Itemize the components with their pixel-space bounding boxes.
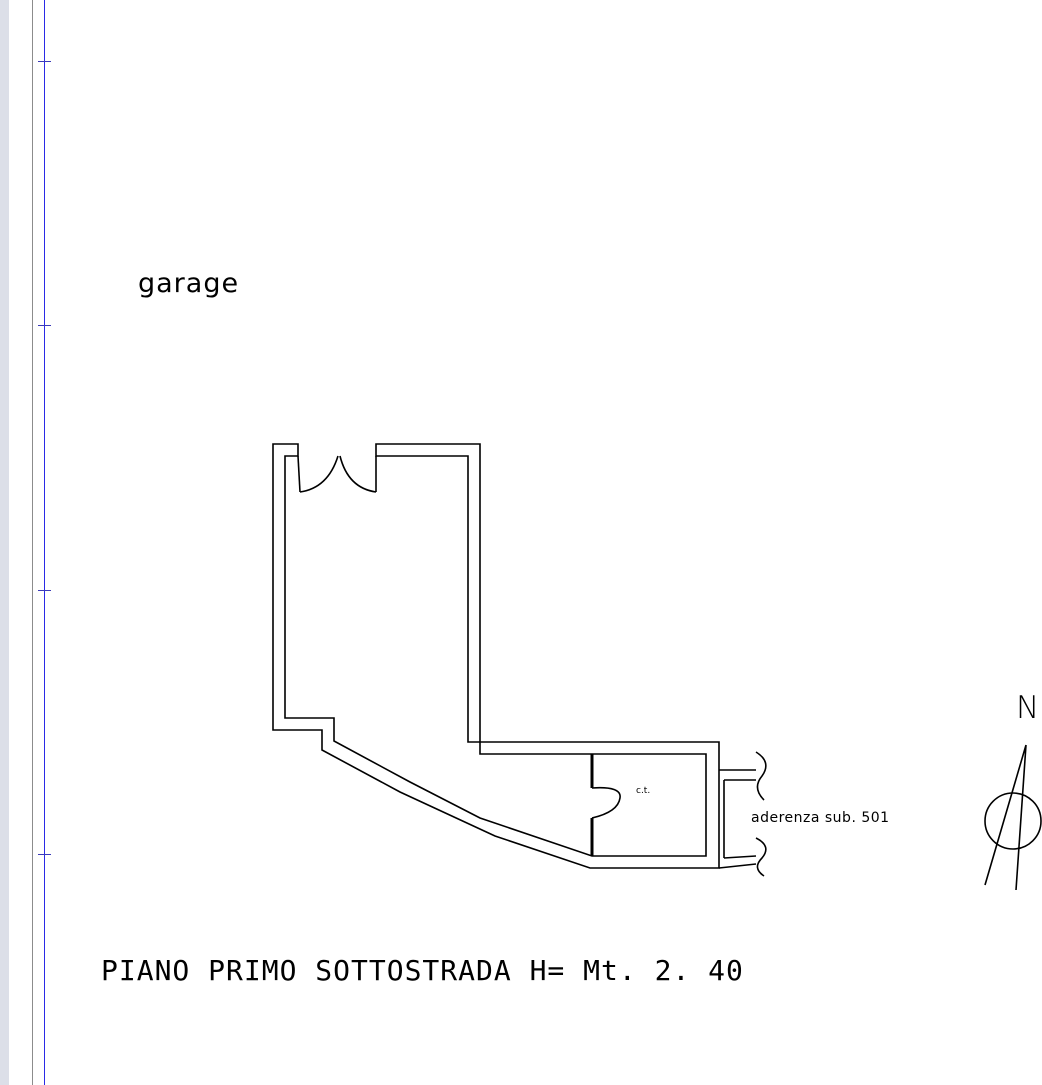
- adjacent-unit-outline: [718, 769, 757, 869]
- room-label-boiler: c.t.: [636, 786, 651, 796]
- room-label-garage: garage: [138, 268, 240, 299]
- margin-tick: [38, 590, 51, 591]
- north-label: N: [1016, 690, 1040, 726]
- break-line-bottom: [755, 837, 767, 877]
- adjacency-label: aderenza sub. 501: [751, 810, 890, 826]
- break-line-top: [755, 751, 767, 801]
- door-jamb-left: [297, 455, 301, 493]
- margin-tick: [38, 325, 51, 326]
- viewer-left-strip: [0, 0, 9, 1085]
- floor-title: PIANO PRIMO SOTTOSTRADA H= Mt. 2. 40: [101, 954, 744, 987]
- margin-tick: [38, 61, 51, 62]
- gutter-line: [32, 0, 33, 1085]
- north-arrow-needle: [984, 744, 1027, 891]
- north-arrow-circle: [984, 792, 1042, 850]
- margin-tick: [38, 854, 51, 855]
- double-door-left-leaf: [299, 455, 339, 493]
- page-margin-line: [44, 0, 45, 1085]
- boiler-room-door: [591, 786, 621, 819]
- outer-wall: [272, 443, 720, 869]
- double-door-right-leaf: [339, 455, 377, 493]
